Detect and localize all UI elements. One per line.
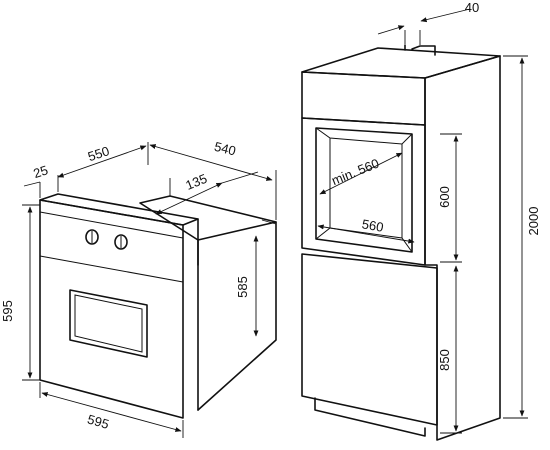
niche-inner-dimension — [317, 224, 415, 244]
vent-notch-shape — [411, 45, 436, 56]
oven-height-label: 595 — [0, 300, 15, 322]
knob-right-icon — [114, 234, 128, 250]
oven-dimensions — [22, 142, 277, 438]
cabinet-dimensions — [317, 8, 528, 434]
top-gap-label: 40 — [465, 0, 479, 15]
cabinet-plinth — [314, 397, 426, 437]
control-strip-bottom — [39, 255, 184, 283]
oven-door-window-inner — [74, 294, 143, 353]
oven-drawing — [39, 193, 277, 419]
total-height-label: 2000 — [526, 207, 541, 236]
cabinet-lower-front — [301, 253, 438, 426]
cabinet-side-panel — [424, 55, 501, 441]
front-thickness-label: 25 — [31, 162, 49, 181]
cabinet-upper-front — [301, 71, 426, 126]
niche-height-label: 600 — [437, 186, 452, 208]
niche-width-label: min. 560 — [329, 156, 381, 189]
lower-height-label: 850 — [437, 349, 452, 371]
oven-front-panel — [39, 199, 184, 419]
oven-depth-dimension — [149, 144, 273, 181]
oven-width-dimension — [41, 392, 182, 432]
top-gap-dimension — [377, 25, 405, 35]
control-strip-top — [39, 211, 184, 239]
oven-body-side — [197, 221, 277, 411]
niche-width-dimension — [319, 152, 403, 195]
knob-left-icon — [85, 229, 99, 245]
oven-body-depth-dimension — [57, 145, 147, 178]
inset-dimension — [155, 182, 223, 215]
niche-inner-label: 560 — [361, 216, 385, 235]
oven-width-label: 595 — [86, 411, 111, 431]
oven-depth-label: 540 — [213, 139, 238, 159]
inset-label: 135 — [183, 171, 209, 193]
niche-back-left — [315, 138, 331, 240]
cabinet-drawing — [301, 44, 501, 441]
oven-body-depth-label: 550 — [86, 143, 111, 164]
niche-back-top — [315, 127, 413, 145]
front-thickness-dimension — [23, 181, 41, 187]
oven-body-height-label: 585 — [235, 276, 250, 298]
oven-door-window — [69, 289, 148, 358]
oven-front-top — [39, 193, 199, 226]
